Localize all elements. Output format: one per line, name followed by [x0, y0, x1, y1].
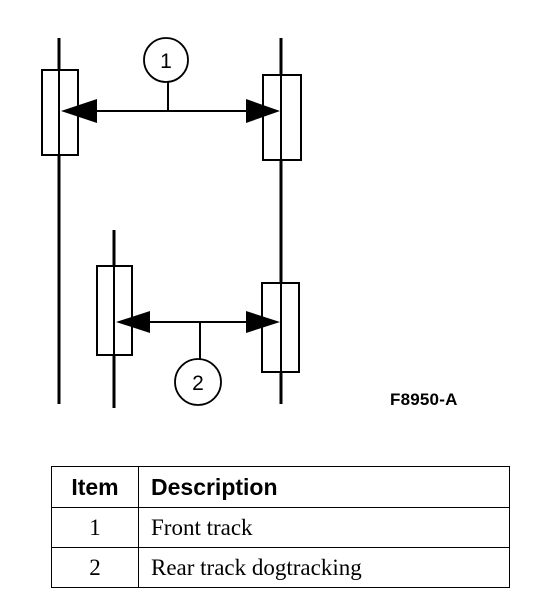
row-2-description: Rear track dogtracking — [138, 547, 510, 588]
header-item: Item — [51, 466, 139, 508]
table-row: 1 Front track — [51, 507, 510, 548]
front-track-arrow — [61, 82, 280, 123]
callout-1: 1 — [143, 37, 189, 83]
row-2-item: 2 — [51, 547, 139, 588]
callout-2-number: 2 — [192, 372, 204, 395]
table-row: 2 Rear track dogtracking — [51, 547, 510, 588]
figure-id: F8950-A — [390, 390, 458, 409]
legend-header-row: Item Description — [51, 466, 510, 508]
callout-1-number: 1 — [160, 50, 172, 73]
legend-table: Item Description 1 Front track 2 Rear tr… — [51, 466, 510, 588]
rear-track-arrow — [116, 311, 280, 360]
callout-2: 2 — [174, 358, 222, 406]
track-diagram: 1 2 — [41, 37, 302, 408]
row-1-description: Front track — [138, 507, 510, 548]
header-description: Description — [138, 466, 510, 508]
row-1-item: 1 — [51, 507, 139, 548]
